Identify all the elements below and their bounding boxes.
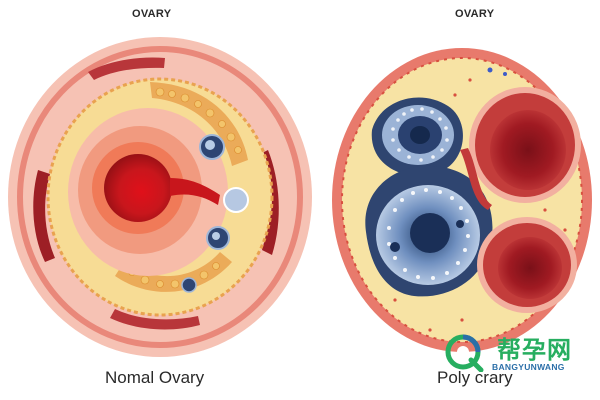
small-follicle xyxy=(181,277,197,293)
left-title: OVARY xyxy=(132,8,172,20)
polycystic-ovary xyxy=(332,48,592,352)
vessel xyxy=(460,148,492,210)
watermark: 帮孕网 BANGYUNWANG xyxy=(445,330,593,376)
watermark-subtitle: BANGYUNWANG xyxy=(492,362,565,372)
stroma-edge xyxy=(46,77,274,317)
watermark-brand: 帮孕网 xyxy=(497,336,572,364)
normal-ovary xyxy=(8,37,312,357)
left-caption: Nomal Ovary xyxy=(105,368,205,387)
vessel xyxy=(33,170,55,262)
vessel xyxy=(110,309,200,330)
ovulation-tract xyxy=(170,178,220,205)
dominant-follicle xyxy=(104,154,172,222)
right-title: OVARY xyxy=(455,8,495,20)
right-caption: Poly crary xyxy=(437,368,513,387)
cyst-granules xyxy=(387,188,470,280)
vessel xyxy=(88,57,165,80)
red-cyst xyxy=(498,237,562,299)
capsule-rim xyxy=(17,46,303,348)
released-oocyte xyxy=(223,187,249,213)
granules xyxy=(128,87,242,289)
capsule-rim xyxy=(341,57,583,343)
watermark-logo-icon xyxy=(445,334,484,372)
cyst-granules xyxy=(391,107,449,162)
red-cyst xyxy=(490,110,566,190)
